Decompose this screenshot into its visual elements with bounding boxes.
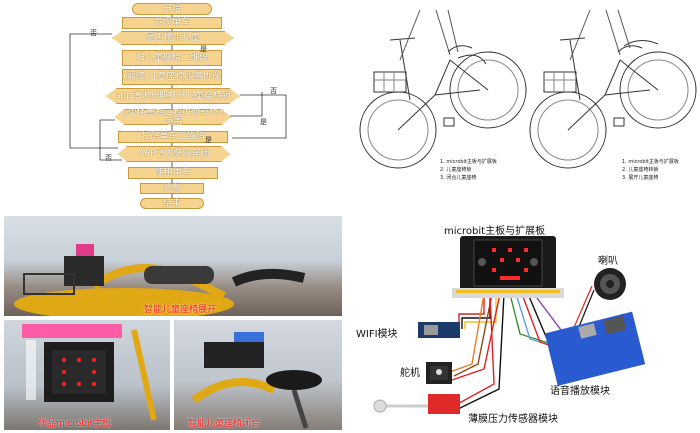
wiring-diagram: microbit主板与扩展板 喇叭 WIFI模块 舵机 语音播放模块 薄膜压力传… [344, 214, 700, 433]
photo-seat-open: 智能儿童座椅展开 [4, 216, 342, 316]
flow-step-start: 开始 [132, 3, 212, 15]
label-pressure: 薄膜压力传感器模块 [468, 414, 558, 425]
flow-step-app-lock: APP请求获取车锁 [118, 146, 230, 162]
branch-label-yes: 是 [200, 45, 207, 53]
photo-seat-closed-art [191, 332, 322, 429]
flow-step-scan-bike: 扫码单车二维码 [118, 131, 228, 143]
photo-microbit: 作品microbit主板 [4, 320, 170, 430]
flow-step-billing: 计费 [140, 183, 204, 194]
legend-left-2: 2. 儿童座椅锁 [440, 167, 472, 173]
legend-left-1: 1. microbit主板与扩展板 [440, 159, 497, 165]
legend-right-2: 2. 儿童座椅转锁 [622, 167, 659, 173]
legend-right-3: 3. 展开儿童座椅 [622, 175, 659, 181]
branch-label-yes-3: 是 [205, 136, 212, 144]
flow-step-find-bike: 发现单车 [122, 17, 222, 29]
branch-label-yes-2: 是 [260, 118, 267, 126]
label-servo: 舵机 [400, 368, 420, 379]
photo-caption-open: 智能儿童座椅展开 [144, 305, 217, 315]
photo-seat-open-art [14, 244, 306, 316]
flowchart: 开始 发现单车 是否携带儿童 扫儿童座椅二维码 (阅读)儿童座椅服务协议 app… [0, 0, 340, 212]
wiring-svg [373, 236, 646, 414]
label-wifi: WIFI模块 [356, 329, 398, 340]
branch-label-no: 否 [90, 29, 97, 37]
flow-step-end: 结束 [140, 198, 204, 209]
flow-step-carry-child: 是否携带儿童 [112, 31, 234, 45]
legend-right-1: 1. microbit主板与扩展板 [622, 159, 679, 165]
branch-label-no-2: 否 [270, 87, 277, 95]
photo-caption-closed: 智能儿童座椅闭合 [188, 419, 261, 429]
flow-step-scan-seat: 扫儿童座椅二维码 [122, 50, 222, 66]
photo-microbit-art [22, 324, 157, 421]
label-voice: 语音播放模块 [550, 386, 610, 397]
label-speaker: 喇叭 [598, 256, 618, 267]
label-board: microbit主板与扩展板 [444, 226, 546, 237]
flow-step-weight-check: 儿童体重超过超出荷载标准范围 [115, 109, 231, 125]
bike-drawings: 1. microbit主板与扩展板 2. 儿童座椅锁 3. 闭合儿童座椅 1. … [340, 0, 700, 212]
bike-drawing-svg [359, 9, 697, 169]
flow-step-unlock-seat: app请求获取打开儿童座椅锁 [106, 88, 240, 104]
flow-step-read-agreement: (阅读)儿童座椅服务协议 [122, 69, 222, 85]
photo-caption-microbit: 作品microbit主板 [38, 419, 111, 429]
branch-label-no-3: 否 [105, 154, 112, 162]
flow-step-use-bike: 使用单车 [128, 167, 218, 179]
legend-left-3: 3. 闭合儿童座椅 [440, 175, 477, 181]
photo-seat-closed: 智能儿童座椅闭合 [174, 320, 342, 430]
